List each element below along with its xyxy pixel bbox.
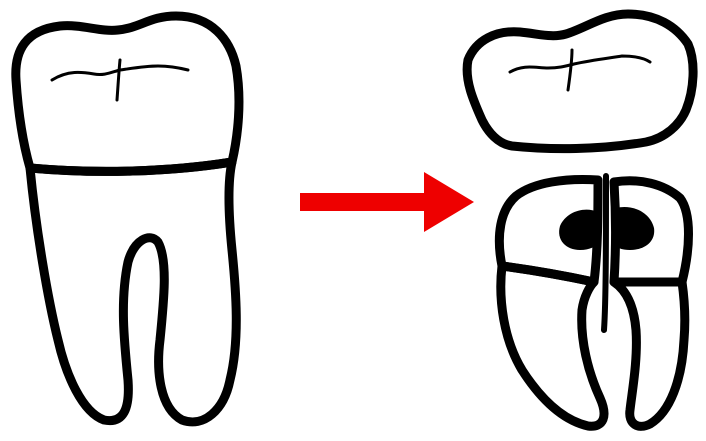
- intact-molar: [16, 16, 239, 422]
- detached-crown: [467, 14, 693, 149]
- intact-molar-crown: [16, 16, 239, 171]
- sectioned-molar: [467, 14, 693, 426]
- section-cut-line: [604, 176, 606, 330]
- root-half-right-root: [614, 282, 685, 426]
- intact-molar-root: [30, 162, 236, 422]
- detached-crown-body: [467, 14, 693, 149]
- root-half-right-pulp: [616, 207, 654, 250]
- root-half-left-root: [501, 266, 604, 426]
- arrow-head: [424, 172, 474, 232]
- root-half-left-pulp: [559, 210, 598, 250]
- right-arrow-icon: [300, 172, 474, 232]
- detached-crown-groove-cross: [568, 50, 572, 90]
- intact-molar-groove-cross: [117, 60, 120, 100]
- arrow-shaft: [300, 193, 428, 211]
- detached-crown-groove: [510, 56, 650, 72]
- root-half-left: [499, 180, 604, 427]
- root-half-right: [614, 181, 689, 427]
